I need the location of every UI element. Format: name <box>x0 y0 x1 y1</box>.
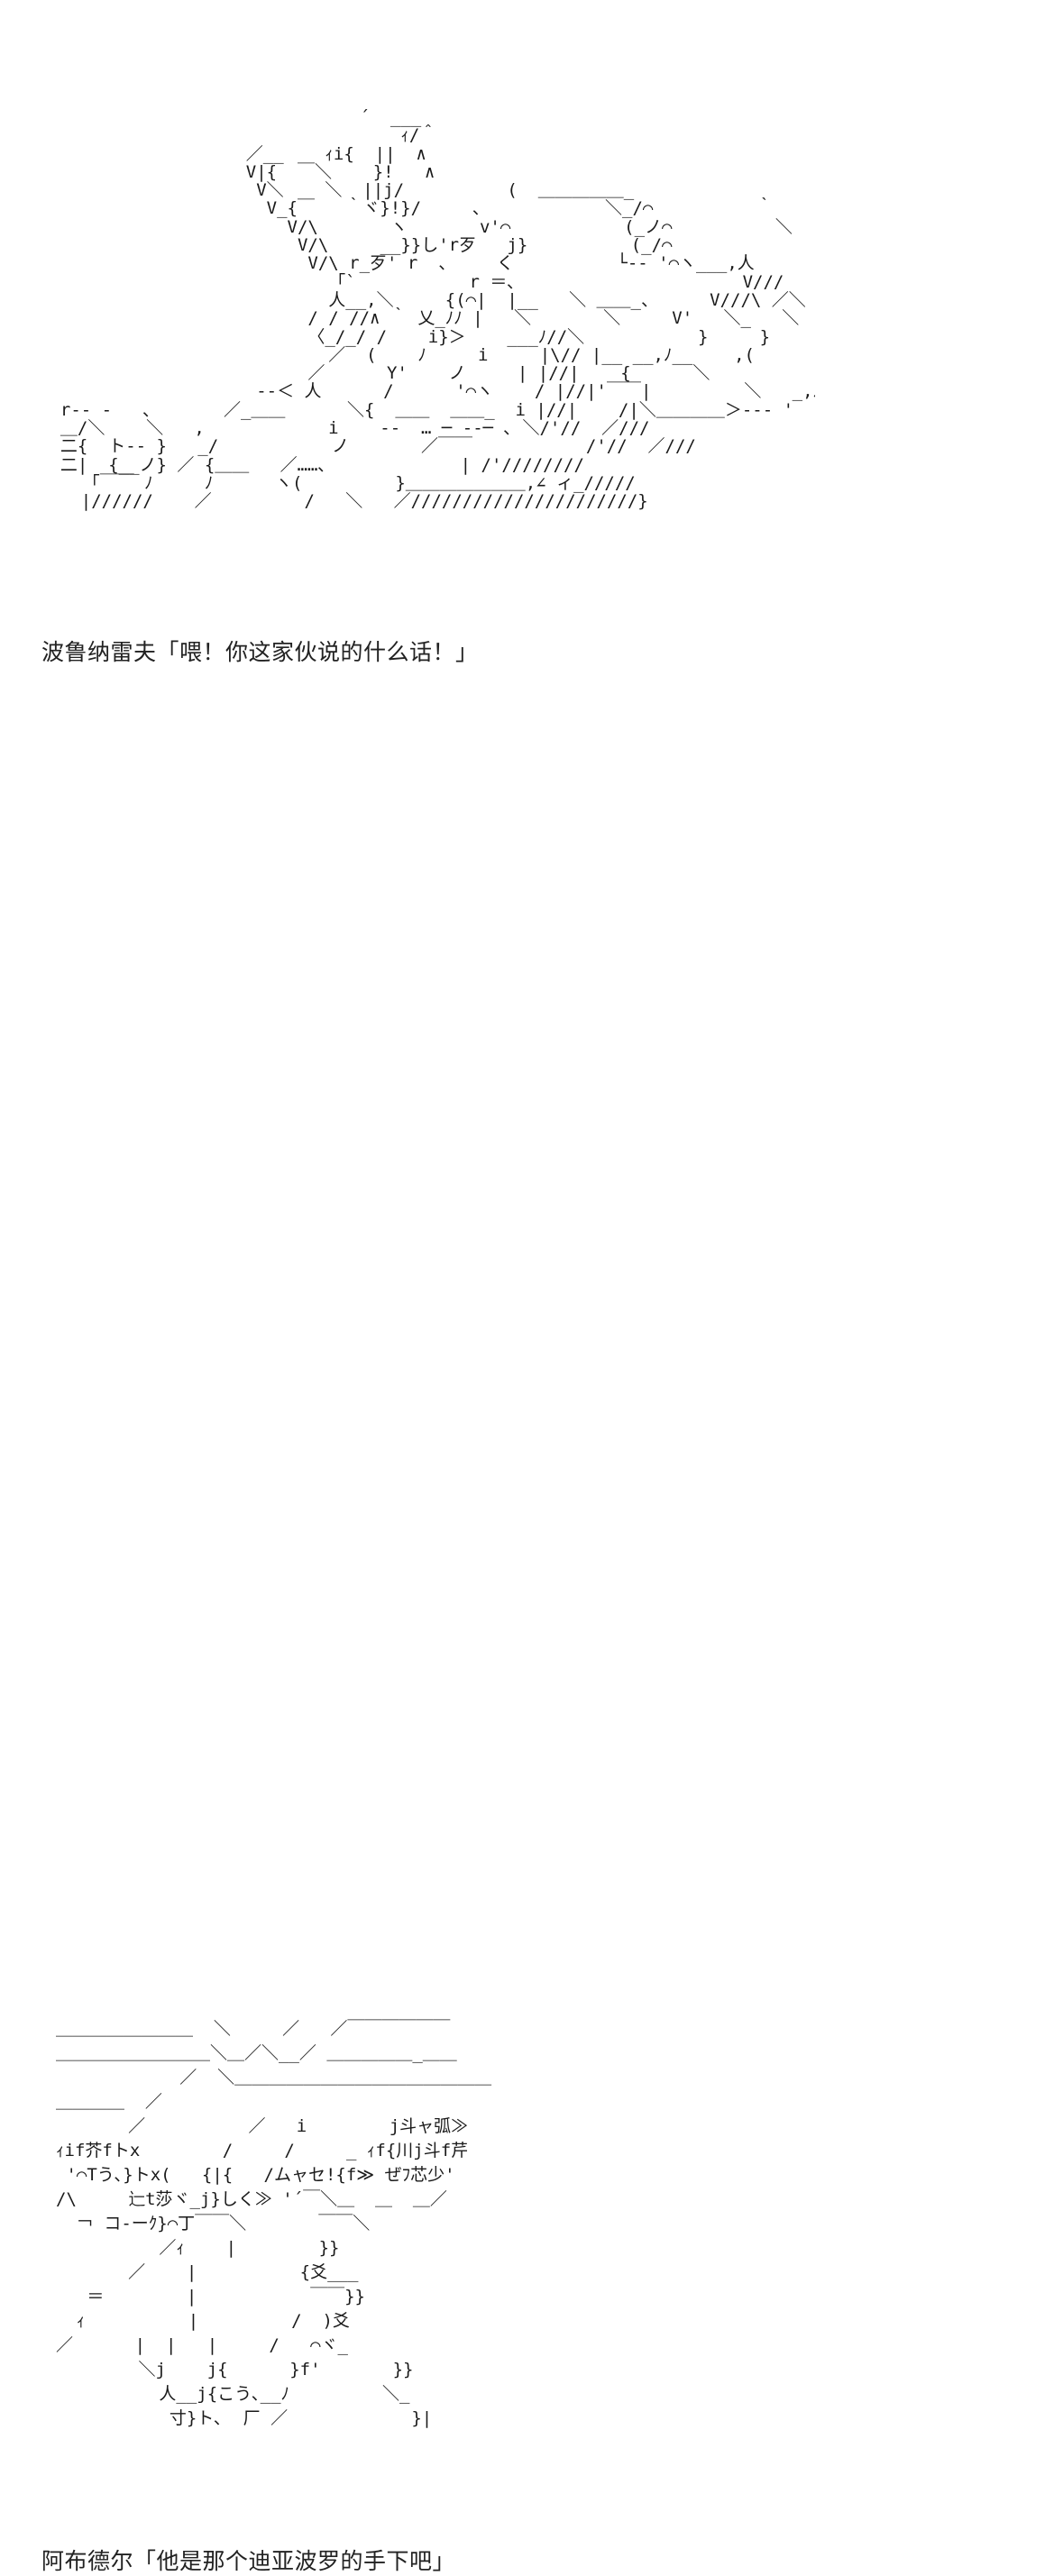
ascii-art-illustration: ´ ___ ｨ/＾ ／__ ｨi{ || ∧ V|{ ￣＼ }! ∧ V＼ ＼ … <box>60 108 815 512</box>
dialogue-caption: 阿布德尔「他是那个迪亚波罗的手下吧」 <box>41 2548 456 2574</box>
panel-polnareff: ´ ___ ｨ/＾ ／__ ｨi{ || ∧ V|{ ￣＼ }! ∧ V＼ ＼ … <box>0 0 1054 703</box>
ascii-art-illustration: ＿＿＿＿＿＿＿＿ ＼ ／ ／￣￣￣￣￣￣ ＿＿＿＿＿＿＿＿＿＼＿／＼__／ ＿＿… <box>56 2019 492 2428</box>
dialogue-caption: 波鲁纳雷夫「喂！你这家伙说的什么话！」 <box>41 639 479 665</box>
panel-avdol: ＿＿＿＿＿＿＿＿ ＼ ／ ／￣￣￣￣￣￣ ＿＿＿＿＿＿＿＿＿＼＿／＼__／ ＿＿… <box>0 991 1054 2574</box>
